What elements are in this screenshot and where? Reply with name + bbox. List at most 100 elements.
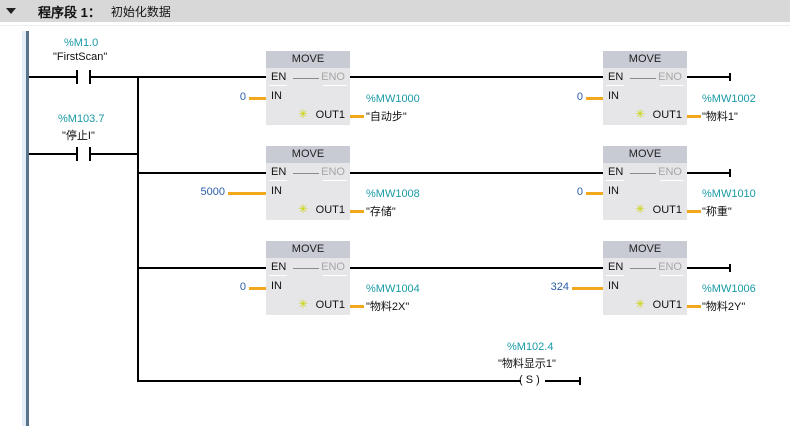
network-colon: ： xyxy=(87,4,101,20)
out-marker-icon: ✳ xyxy=(298,297,309,311)
out-pin-wire xyxy=(350,115,364,118)
contact-no-left[interactable] xyxy=(76,147,78,161)
en-underline xyxy=(269,85,287,86)
rung-end xyxy=(579,377,581,385)
contact-no-right[interactable] xyxy=(89,70,91,84)
out-symbol[interactable]: "自动步" xyxy=(366,111,407,123)
out-address: %MW1000 xyxy=(366,93,420,105)
block-name: MOVE xyxy=(266,241,350,258)
left-power-rail xyxy=(26,31,29,426)
wire xyxy=(137,380,521,382)
in-pin-label: IN xyxy=(608,185,619,197)
wire xyxy=(91,153,139,155)
branch-bus xyxy=(137,76,139,382)
block-name: MOVE xyxy=(603,241,687,258)
contact-no-left[interactable] xyxy=(76,70,78,84)
en-pin-label: EN xyxy=(608,166,624,178)
out-pin-label: OUT1 xyxy=(315,204,345,216)
en-eno-link xyxy=(630,78,656,79)
en-underline xyxy=(606,180,624,181)
power-rail-highlight xyxy=(22,31,27,426)
wire xyxy=(137,267,266,269)
in-pin-wire xyxy=(228,192,266,195)
out-symbol[interactable]: "物料2Y" xyxy=(702,301,746,313)
eno-pin-label: ENO xyxy=(321,166,345,178)
contact-address: %M1.0 xyxy=(64,37,99,49)
eno-underline xyxy=(323,275,347,276)
eno-underline xyxy=(323,180,347,181)
header-divider xyxy=(0,25,790,26)
wire xyxy=(687,172,730,174)
wire xyxy=(29,76,76,78)
network-title[interactable]: 初始化数据 xyxy=(110,4,171,19)
rung-end xyxy=(729,169,731,177)
eno-pin-label: ENO xyxy=(321,261,345,273)
out-pin-wire xyxy=(687,115,701,118)
network-segment-label: 程序段 1 xyxy=(38,4,88,20)
eno-underline xyxy=(660,180,684,181)
en-eno-link xyxy=(630,173,656,174)
en-underline xyxy=(606,275,624,276)
block-name: MOVE xyxy=(266,51,350,68)
rung-end xyxy=(729,264,731,272)
eno-pin-label: ENO xyxy=(658,166,682,178)
wire xyxy=(350,267,603,269)
out-address: %MW1002 xyxy=(702,93,756,105)
contact-address: %M103.7 xyxy=(58,113,105,125)
contact-symbol: "停止I" xyxy=(62,130,95,142)
eno-underline xyxy=(660,275,684,276)
set-coil[interactable]: ( S ) xyxy=(519,374,540,386)
in-value[interactable]: 0 xyxy=(239,91,246,103)
eno-underline xyxy=(323,85,347,86)
in-value[interactable]: 0 xyxy=(576,186,583,198)
en-eno-link xyxy=(630,268,656,269)
coil-address: %M102.4 xyxy=(507,341,554,353)
rung-end xyxy=(729,73,731,81)
coil-symbol: "物料显示1" xyxy=(498,358,556,370)
move-block[interactable]: MOVE EN ENO IN ✳ OUT1 xyxy=(603,146,687,220)
move-block[interactable]: MOVE EN ENO IN ✳ OUT1 xyxy=(266,241,350,315)
contact-symbol: "FirstScan" xyxy=(53,51,108,63)
in-pin-label: IN xyxy=(608,90,619,102)
en-underline xyxy=(269,180,287,181)
eno-pin-label: ENO xyxy=(658,261,682,273)
out-symbol[interactable]: "物料2X" xyxy=(366,301,410,313)
en-pin-label: EN xyxy=(608,71,624,83)
move-block[interactable]: MOVE EN ENO IN ✳ OUT1 xyxy=(266,146,350,220)
in-value[interactable]: 0 xyxy=(576,91,583,103)
out-pin-wire xyxy=(350,305,364,308)
out-pin-label: OUT1 xyxy=(652,299,682,311)
in-pin-wire xyxy=(586,97,603,100)
in-pin-label: IN xyxy=(271,280,282,292)
out-symbol[interactable]: "称重" xyxy=(702,206,732,218)
out-pin-label: OUT1 xyxy=(652,204,682,216)
out-pin-wire xyxy=(687,210,701,213)
wire xyxy=(29,153,76,155)
en-eno-link xyxy=(293,78,319,79)
out-marker-icon: ✳ xyxy=(635,297,646,311)
eno-underline xyxy=(660,85,684,86)
in-value[interactable]: 5000 xyxy=(200,186,225,198)
out-address: %MW1004 xyxy=(366,283,420,295)
out-symbol[interactable]: "物料1" xyxy=(702,111,738,123)
out-address: %MW1008 xyxy=(366,188,420,200)
out-pin-wire xyxy=(350,210,364,213)
in-pin-wire xyxy=(249,97,266,100)
move-block[interactable]: MOVE EN ENO IN ✳ OUT1 xyxy=(266,51,350,125)
in-pin-wire xyxy=(586,192,603,195)
collapse-triangle-icon[interactable] xyxy=(6,8,16,14)
en-pin-label: EN xyxy=(608,261,624,273)
in-value[interactable]: 324 xyxy=(550,281,569,293)
in-value[interactable]: 0 xyxy=(239,281,246,293)
en-eno-link xyxy=(293,173,319,174)
en-pin-label: EN xyxy=(271,261,287,273)
wire xyxy=(350,76,603,78)
out-symbol[interactable]: "存储" xyxy=(366,206,396,218)
move-block[interactable]: MOVE EN ENO IN ✳ OUT1 xyxy=(603,241,687,315)
contact-no-right[interactable] xyxy=(89,147,91,161)
en-eno-link xyxy=(293,268,319,269)
out-pin-label: OUT1 xyxy=(652,109,682,121)
move-block[interactable]: MOVE EN ENO IN ✳ OUT1 xyxy=(603,51,687,125)
out-address: %MW1006 xyxy=(702,283,756,295)
block-name: MOVE xyxy=(603,146,687,163)
